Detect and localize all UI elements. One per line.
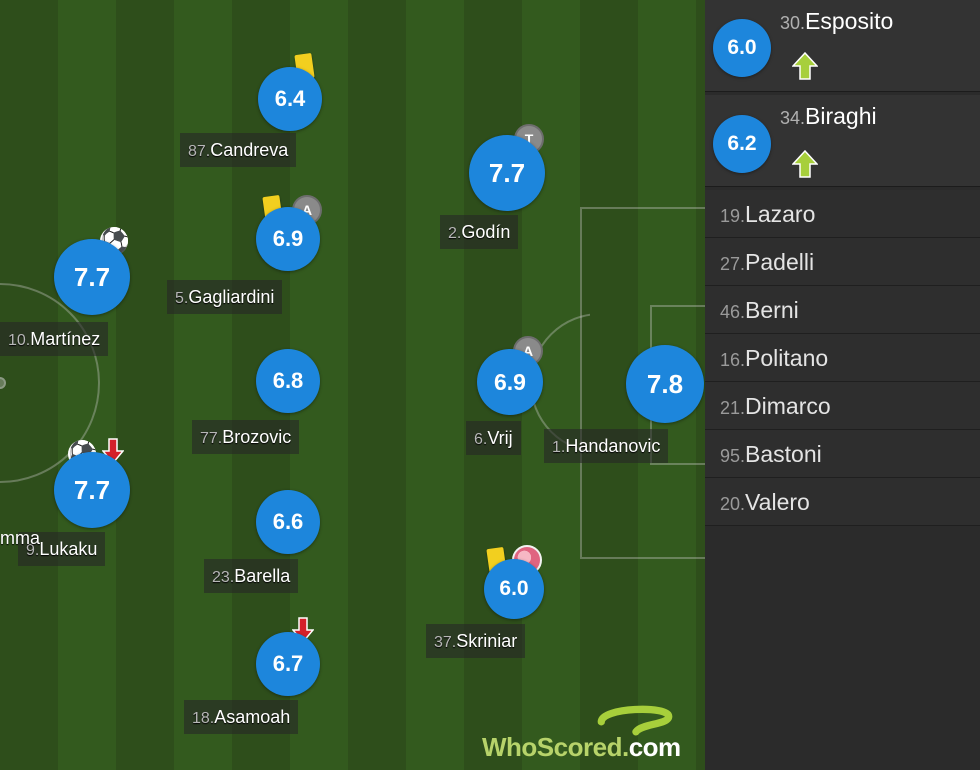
- sub-in-row[interactable]: 6.2 34.Biraghi: [705, 95, 980, 187]
- rating-badge: 6.6: [256, 490, 320, 554]
- sub-in-arrow-icon: [792, 150, 818, 178]
- bench-row[interactable]: 19.Lazaro: [705, 190, 980, 238]
- bench-row[interactable]: 21.Dimarco: [705, 382, 980, 430]
- rating-badge: 7.7: [54, 452, 130, 528]
- player-name-label: 37.Skriniar: [426, 624, 526, 658]
- substitutes-panel: 6.0 30.Esposito 6.2 34.Biraghi 19.Lazaro…: [705, 0, 980, 770]
- player-name-label: 1.Handanovic: [544, 429, 669, 463]
- sub-in-row[interactable]: 6.0 30.Esposito: [705, 0, 980, 92]
- player-name-label: 10.Martínez: [0, 322, 109, 356]
- rating-badge: 6.2: [713, 115, 771, 173]
- player-name-label: 2.Godín: [440, 215, 519, 249]
- player-name-label: 87.Candreva: [180, 133, 297, 167]
- bench-row[interactable]: 20.Valero: [705, 478, 980, 526]
- bench-row[interactable]: 27.Padelli: [705, 238, 980, 286]
- rating-badge: 6.4: [258, 67, 322, 131]
- rating-badge: 6.9: [256, 207, 320, 271]
- bench-row[interactable]: 16.Politano: [705, 334, 980, 382]
- logo-wordmark: WhoScored.com: [482, 732, 681, 762]
- rating-badge: 6.8: [256, 349, 320, 413]
- player-name-label: 77.Brozovic: [192, 420, 300, 454]
- whoscored-logo: WhoScored.com: [482, 700, 697, 762]
- question-mark-icon: [597, 705, 673, 736]
- sub-in-arrow-icon: [792, 52, 818, 80]
- penalty-area: [580, 207, 705, 559]
- bench-row[interactable]: 95.Bastoni: [705, 430, 980, 478]
- rating-badge: 6.9: [477, 349, 543, 415]
- rating-badge: 7.8: [626, 345, 704, 423]
- rating-badge: 6.0: [484, 559, 544, 619]
- rating-badge: 7.7: [54, 239, 130, 315]
- partial-player-label: mma: [0, 528, 40, 548]
- pitch: 6.4 87.Candreva A 6.9 5.Gagliardini 6.8 …: [0, 0, 705, 770]
- centre-spot: [0, 377, 6, 389]
- player-name-label: 6.Vrij: [466, 421, 521, 455]
- player-name-label: 18.Asamoah: [184, 700, 299, 734]
- rating-badge: 7.7: [469, 135, 545, 211]
- player-name-label: 5.Gagliardini: [167, 280, 283, 314]
- sub-name-label: 34.Biraghi: [780, 103, 877, 129]
- player-name-label: 9.Lukaku: [18, 532, 106, 566]
- sub-name-label: 30.Esposito: [780, 8, 894, 34]
- bench-row[interactable]: 46.Berni: [705, 286, 980, 334]
- rating-badge: 6.7: [256, 632, 320, 696]
- rating-badge: 6.0: [713, 19, 771, 77]
- player-name-label: 23.Barella: [204, 559, 299, 593]
